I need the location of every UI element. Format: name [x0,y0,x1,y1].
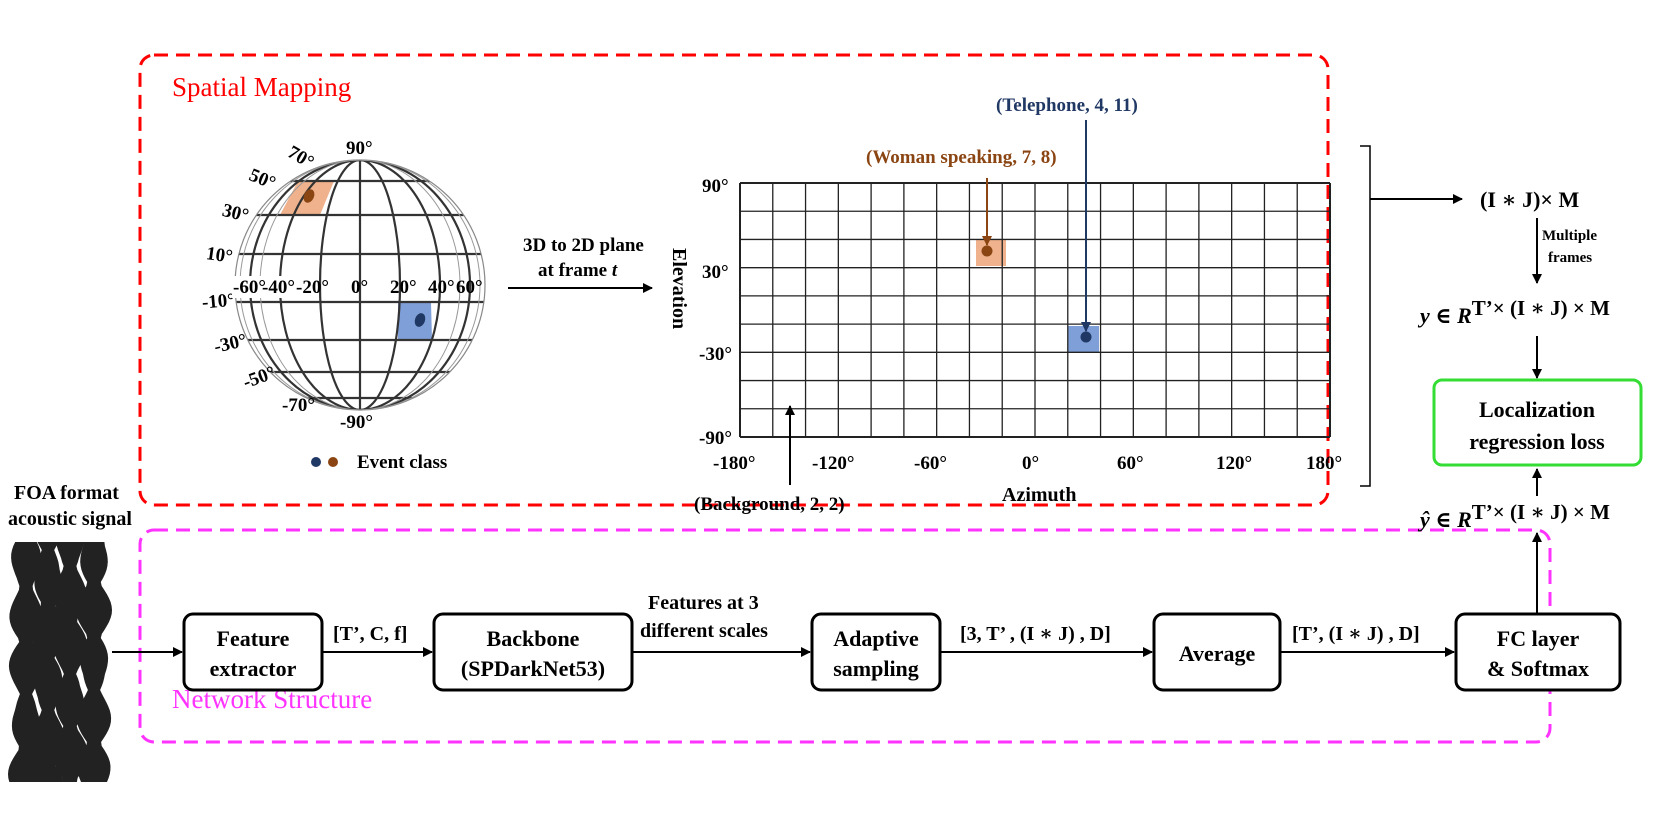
grid-xtick-60: 60° [1117,453,1144,474]
svg-text:20°: 20° [390,277,417,298]
grid-right-bracket [1360,145,1371,487]
lat-label-m70: -70° [282,395,315,416]
waveform-channel [76,542,112,782]
grid-xtick-0: 0° [1022,453,1039,474]
svg-text:extractor: extractor [210,656,297,681]
svg-text:-20°: -20° [296,277,329,298]
output-dim-label: (I ∗ J)× M [1480,187,1579,212]
grid-xtick-120: 120° [1216,453,1252,474]
svg-text:-60°: -60° [233,277,266,298]
grid-ylabel: Elevation [668,248,690,329]
lat-label-m30: -30° [212,330,249,358]
grid-ytick-m90: -90° [699,428,732,449]
svg-text:0°: 0° [351,277,368,298]
svg-text:Backbone: Backbone [487,626,580,651]
sphere-cells [280,181,432,340]
svg-text:sampling: sampling [833,656,919,681]
waveform-channel [30,542,66,782]
legend-orange-dot [328,457,338,467]
sphere-diagram: 90° 70° 50° 30° 10° -10° -30° -50° -70° … [201,138,486,473]
svg-text:& Softmax: & Softmax [1487,656,1589,681]
legend-text: Event class [357,452,447,473]
lat-label-m10: -10° [201,290,236,314]
grid-xlabel: Azimuth [1002,484,1076,506]
input-label-2: acoustic signal [8,508,132,530]
y-label: y ∈ RT’× (I ∗ J) × M [1417,296,1610,328]
svg-text:Feature: Feature [217,626,290,651]
lat-label-30: 30° [220,200,251,227]
svg-text:Adaptive: Adaptive [833,626,919,651]
grid-xtick-m180: -180° [713,453,755,474]
spatial-mapping-title: Spatial Mapping [172,72,351,102]
edge-label-3: [3, T’ , (I ∗ J) , D] [960,623,1111,645]
lat-label-10: 10° [205,243,234,267]
lat-label-70: 70° [284,142,318,173]
multiple-frames-label-1: Multiple [1542,228,1597,244]
grid-lines [739,182,1331,438]
multiple-frames-label-2: frames [1548,250,1592,266]
grid-ytick-30: 30° [702,262,729,283]
grid-xtick-m60: -60° [914,453,947,474]
legend-blue-dot [311,457,321,467]
svg-text:FC layer: FC layer [1497,626,1580,651]
transform-label-1: 3D to 2D plane [523,235,644,256]
sphere-orange-dot [303,189,315,203]
waveform-channel [8,542,44,782]
longitude-labels: -60° -40° -20° 0° 20° 40° 60° [232,276,483,298]
yhat-label: ŷ ∈ RT’× (I ∗ J) × M [1417,500,1610,532]
annotation-background: (Background, 2, 2) [694,494,845,515]
lat-label-50: 50° [246,165,279,194]
grid-ytick-90: 90° [702,176,729,197]
grid-xtick-180: 180° [1306,453,1342,474]
grid-blue-dot [1080,331,1092,343]
annotation-telephone: (Telephone, 4, 11) [996,95,1138,116]
svg-text:-40°: -40° [262,277,295,298]
annotation-woman: (Woman speaking, 7, 8) [866,147,1057,168]
acoustic-waveforms [8,542,112,782]
grid-ytick-m30: -30° [699,344,732,365]
edge-label-2b: different scales [640,620,768,642]
svg-text:40°: 40° [428,277,455,298]
loss-line-1: Localization [1479,397,1595,422]
grid-xtick-m120: -120° [812,453,854,474]
spatial-mapping-frame [138,53,1330,507]
sphere-blue-dot [414,313,426,327]
loss-box [1432,378,1643,467]
svg-text:Average: Average [1179,641,1256,666]
svg-text:60°: 60° [456,277,483,298]
transform-label-2: at frame t [538,260,618,281]
edge-label-4: [T’, (I ∗ J) , D] [1292,623,1420,645]
loss-line-2: regression loss [1469,429,1605,454]
lat-label-90: 90° [346,138,373,159]
svg-text:(SPDarkNet53): (SPDarkNet53) [461,656,605,681]
input-label-1: FOA format [14,482,119,504]
azimuth-elevation-grid [739,182,1331,438]
grid-orange-dot [981,245,993,257]
network-structure-frame [138,528,1552,744]
lat-label-m50: -50° [240,362,278,393]
edge-label-1: [T’, C, f] [333,623,407,645]
edge-label-2a: Features at 3 [648,592,759,614]
lat-label-m90: -90° [340,412,373,433]
